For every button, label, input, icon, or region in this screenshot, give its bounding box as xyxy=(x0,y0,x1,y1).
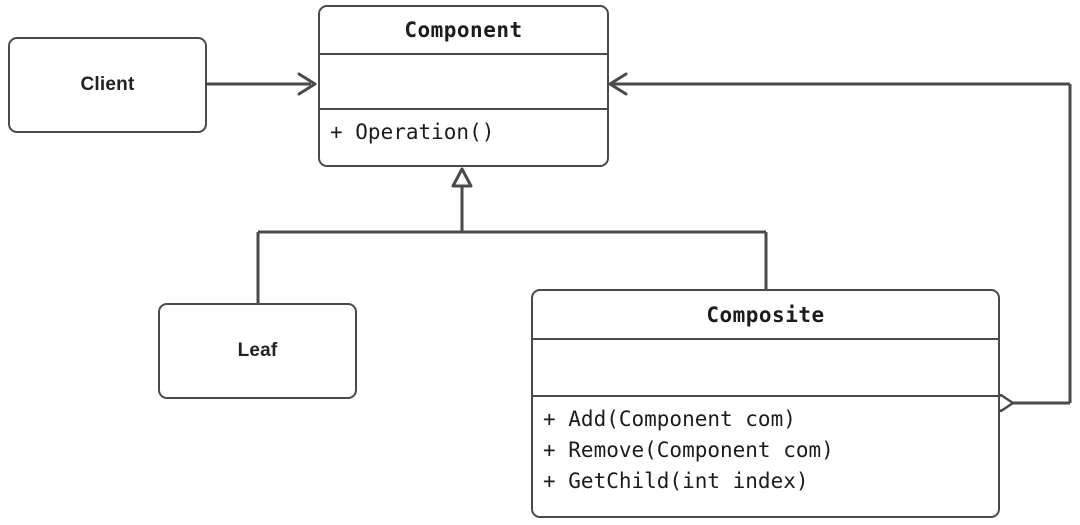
operation-item: + GetChild(int index) xyxy=(543,469,809,494)
class-name-component: Component xyxy=(404,18,523,42)
edge-client-uses-component xyxy=(207,72,317,96)
class-attributes-compartment-component xyxy=(320,55,607,110)
edge-generalization-tree xyxy=(256,167,768,305)
class-box-composite[interactable]: Composite + Add(Component com) + Remove(… xyxy=(531,289,1000,518)
class-name-leaf: Leaf xyxy=(237,340,278,361)
class-name-client: Client xyxy=(80,74,135,95)
class-title-compartment-composite: Composite xyxy=(533,291,998,340)
operation-item: + Add(Component com) xyxy=(543,407,796,431)
hollow-triangle-generalization-head xyxy=(451,167,473,188)
operation-item: + Operation() xyxy=(330,120,495,144)
class-box-client[interactable]: Client xyxy=(8,37,207,133)
class-operations-compartment-component: + Operation() xyxy=(320,110,607,164)
class-box-leaf[interactable]: Leaf xyxy=(158,303,357,399)
class-operations-compartment-composite: + Add(Component com) + Remove(Component … xyxy=(533,397,998,515)
open-arrow-head-into-component-right xyxy=(608,72,628,96)
class-name-composite: Composite xyxy=(706,302,825,327)
class-attributes-compartment-composite xyxy=(533,340,998,397)
class-box-component[interactable]: Component + Operation() xyxy=(318,5,609,167)
class-title-compartment-component: Component xyxy=(320,7,607,55)
operation-item: + Remove(Component com) xyxy=(543,438,834,463)
open-arrow-head-into-component-left xyxy=(297,72,317,96)
